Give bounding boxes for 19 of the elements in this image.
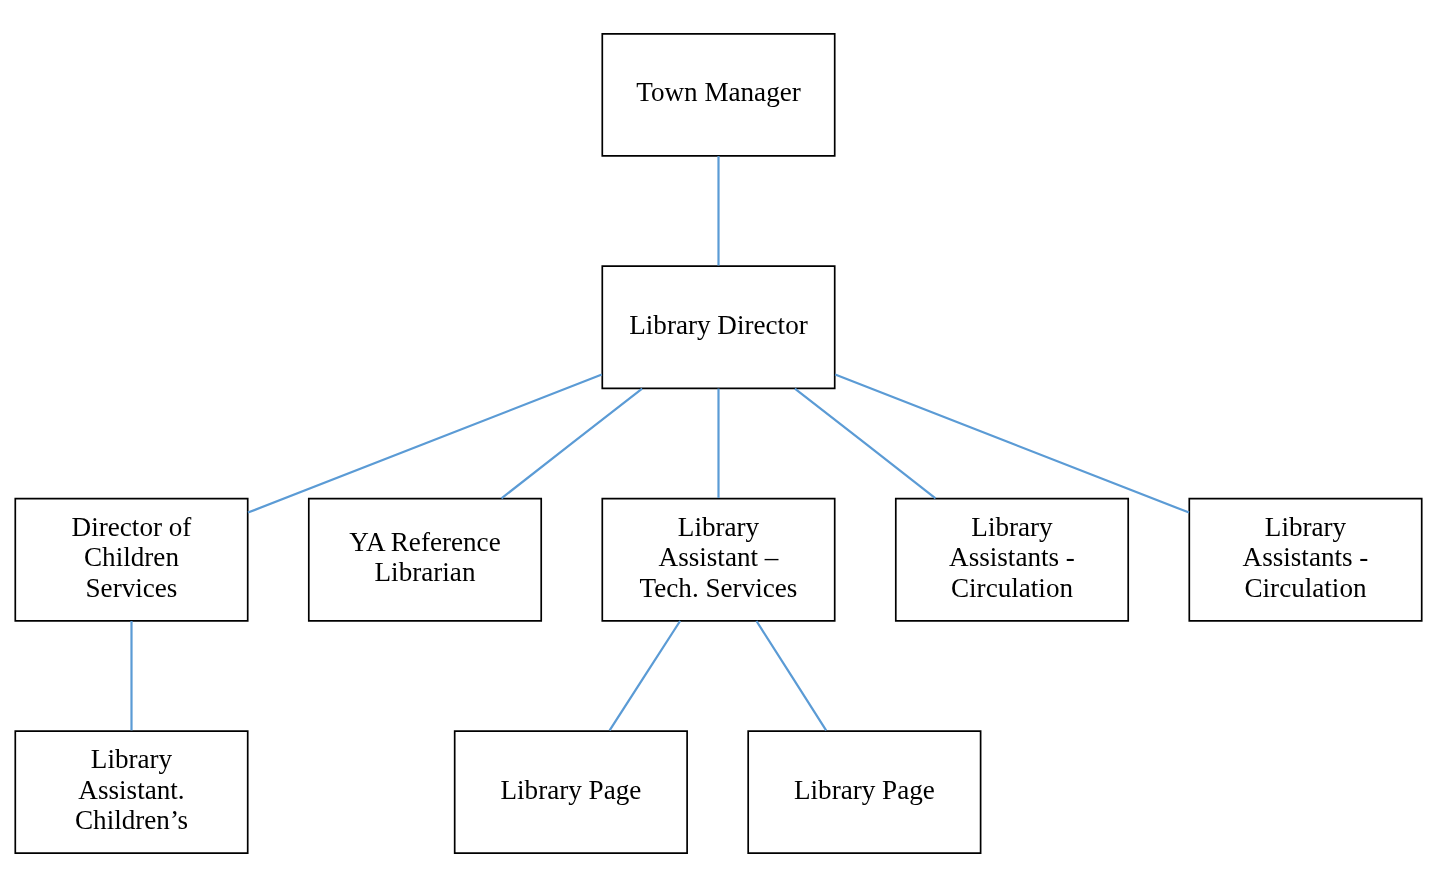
node-box: Library Director [601,264,836,389]
connector [717,388,720,498]
node-box: Director of Children Services [14,497,249,622]
node-box: YA Reference Librarian [307,497,543,622]
node-box: Library Assistants - Circulation [894,497,1130,622]
node-box: Library Assistants - Circulation [1188,497,1423,622]
node-box: Library Assistant – Tech. Services [601,497,836,622]
connector [755,619,828,731]
node-box: Library Page [453,729,688,854]
connector [794,387,937,499]
node-box: Library Page [747,729,982,854]
connector [834,372,1190,514]
node-box: Town Manager [601,32,836,157]
connector [608,619,682,731]
connector [500,387,643,499]
node-box: Library Assistant. Children’s [14,729,249,854]
connector [130,620,133,730]
connector [717,155,720,265]
connector [247,372,603,514]
